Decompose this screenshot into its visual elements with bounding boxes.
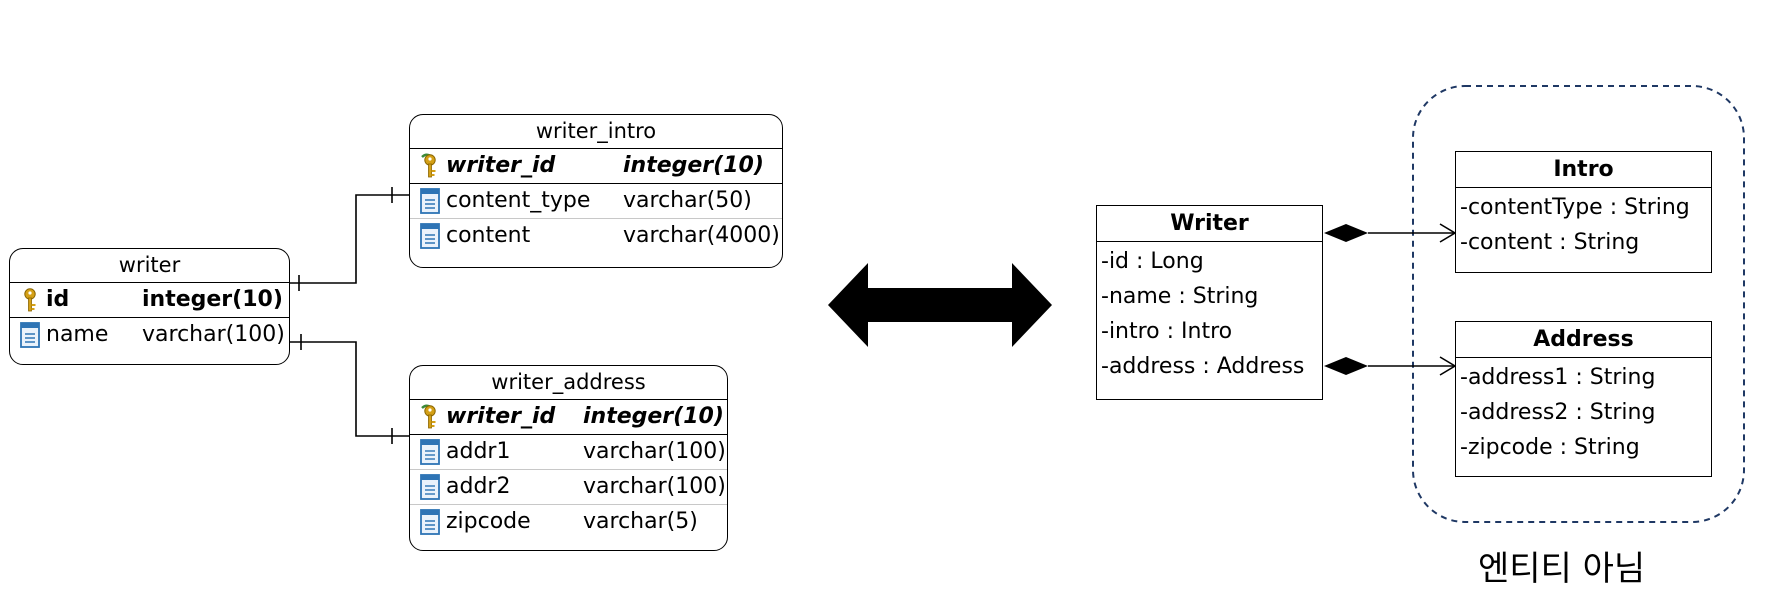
- class-name: Writer: [1097, 206, 1322, 242]
- table-title: writer: [10, 249, 289, 283]
- column-name: name: [46, 322, 109, 347]
- erd-table-writer: writer id integer(10) name varchar(100): [9, 248, 290, 365]
- non-entity-caption: 엔티티 아님: [1478, 549, 1646, 589]
- erd-table-writer-intro: writer_intro writer_id integer(10) content_…: [409, 114, 783, 268]
- uml-class-address: Address -address1 : String -address2 : Str…: [1455, 321, 1712, 477]
- foreign-key-icon: [421, 404, 436, 429]
- table-row: addr1 varchar(100): [410, 435, 727, 470]
- class-name: Intro: [1456, 152, 1711, 188]
- class-name: Address: [1456, 322, 1711, 358]
- column-name: writer_id: [446, 153, 556, 178]
- column-type: integer(10): [142, 287, 283, 312]
- attribute-compartment: -address1 : String -address2 : String -zip…: [1456, 358, 1711, 465]
- relation-writer-intro: [290, 187, 409, 291]
- composition-diamond-icon: [1324, 224, 1368, 242]
- table-row: content_type varchar(50): [410, 184, 782, 219]
- column-type: varchar(50): [623, 188, 752, 213]
- column-name: content: [446, 223, 531, 248]
- column-type: varchar(100): [583, 474, 726, 499]
- table-row: writer_id integer(10): [410, 149, 782, 184]
- class-attribute: -contentType : String: [1460, 195, 1690, 220]
- column-icon: [20, 322, 40, 348]
- column-name: writer_id: [446, 404, 556, 429]
- column-name: addr2: [446, 474, 511, 499]
- class-attribute: -intro : Intro: [1101, 319, 1233, 344]
- foreign-key-icon: [421, 153, 436, 178]
- table-row: id integer(10): [10, 283, 289, 318]
- column-icon: [420, 509, 440, 535]
- class-attribute: -address2 : String: [1460, 400, 1656, 425]
- erd-table-writer-address: writer_address writer_id integer(10) addr1 v…: [409, 365, 728, 551]
- column-type: integer(10): [623, 153, 764, 178]
- column-icon: [420, 474, 440, 500]
- column-name: addr1: [446, 439, 511, 464]
- relation-writer-address: [290, 334, 409, 444]
- class-attribute: -name : String: [1101, 284, 1259, 309]
- bidirectional-arrow-icon: [828, 263, 1052, 347]
- column-icon: [420, 188, 440, 214]
- column-type: varchar(100): [142, 322, 285, 347]
- uml-class-writer: Writer -id : Long -name : String -intro : I…: [1096, 205, 1323, 400]
- column-icon: [420, 223, 440, 249]
- uml-class-intro: Intro -contentType : String -content : Str…: [1455, 151, 1712, 273]
- attribute-compartment: -id : Long -name : String -intro : Intro -a…: [1097, 242, 1322, 384]
- table-row: writer_id integer(10): [410, 400, 727, 435]
- column-name: content_type: [446, 188, 591, 213]
- column-type: integer(10): [583, 404, 724, 429]
- column-type: varchar(5): [583, 509, 698, 534]
- attribute-compartment: -contentType : String -content : String: [1456, 188, 1711, 260]
- composition-writer-address: [1324, 356, 1457, 376]
- column-name: zipcode: [446, 509, 531, 534]
- column-type: varchar(100): [583, 439, 726, 464]
- table-row: zipcode varchar(5): [410, 505, 727, 539]
- class-attribute: -content : String: [1460, 230, 1640, 255]
- table-row: addr2 varchar(100): [410, 470, 727, 505]
- class-attribute: -address : Address: [1101, 354, 1305, 379]
- table-title: writer_intro: [410, 115, 782, 149]
- key-icon: [24, 288, 36, 312]
- column-name: id: [46, 287, 70, 312]
- non-entity-group-border: [1412, 85, 1745, 523]
- class-attribute: -address1 : String: [1460, 365, 1656, 390]
- composition-writer-intro: [1324, 223, 1457, 243]
- table-row: name varchar(100): [10, 318, 289, 352]
- column-type: varchar(4000): [623, 223, 780, 248]
- column-icon: [420, 439, 440, 465]
- table-title: writer_address: [410, 366, 727, 400]
- composition-diamond-icon: [1324, 357, 1368, 375]
- table-row: content varchar(4000): [410, 219, 782, 253]
- class-attribute: -id : Long: [1101, 249, 1204, 274]
- class-attribute: -zipcode : String: [1460, 435, 1640, 460]
